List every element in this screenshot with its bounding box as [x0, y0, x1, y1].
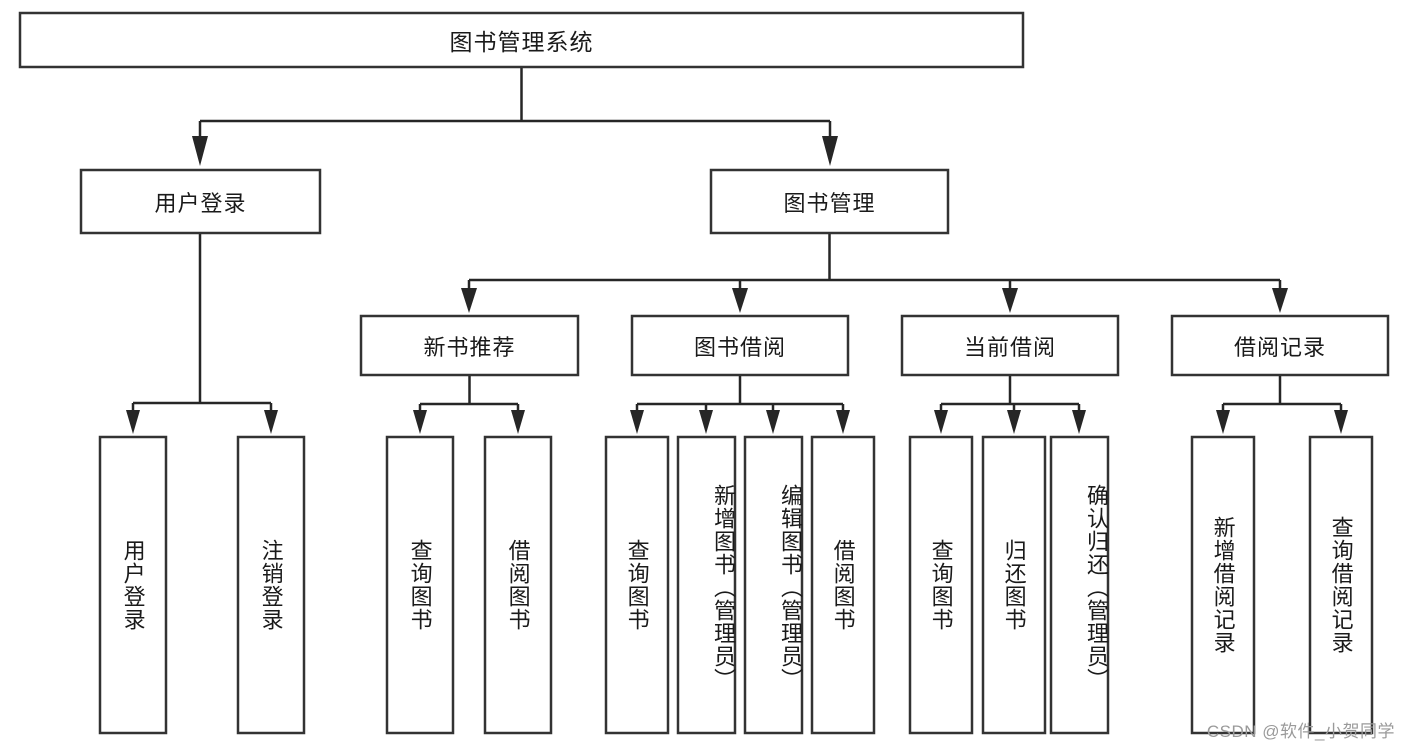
- node-box-leaf-query-book-1[interactable]: [385, 435, 455, 735]
- node-box-leaf-borrow-book-2[interactable]: [810, 435, 876, 735]
- node-box-leaf-query-record[interactable]: [1308, 435, 1374, 735]
- node-box-leaf-user-logout[interactable]: [236, 435, 306, 735]
- arrowhead-new-book-rec: [461, 288, 477, 313]
- node-box-leaf-borrow-book-1[interactable]: [483, 435, 553, 735]
- connector-group-user-login-children: [126, 233, 278, 434]
- arrowhead-leaf-add-book: [699, 410, 713, 434]
- node-box-leaf-add-record[interactable]: [1190, 435, 1256, 735]
- node-box-leaf-return-book[interactable]: [981, 435, 1047, 735]
- node-box-borrow-record[interactable]: [1170, 314, 1390, 377]
- arrowhead-leaf-borrow-book-2: [836, 410, 850, 434]
- arrowhead-user-login: [192, 136, 208, 166]
- node-box-leaf-query-book-2[interactable]: [604, 435, 670, 735]
- node-box-book-borrow[interactable]: [630, 314, 850, 377]
- node-box-current-borrow[interactable]: [900, 314, 1120, 377]
- arrowhead-leaf-edit-book: [766, 410, 780, 434]
- arrowhead-leaf-return-book: [1007, 410, 1021, 434]
- connector-group-book-manage-children: [461, 233, 1288, 313]
- arrowhead-leaf-query-book-3: [934, 410, 948, 434]
- arrowhead-leaf-query-book-2: [630, 410, 644, 434]
- node-box-leaf-confirm-return[interactable]: [1049, 435, 1110, 735]
- node-box-root[interactable]: [18, 11, 1025, 69]
- arrowhead-book-borrow: [732, 288, 748, 313]
- connector-group-borrow-record-children: [1216, 375, 1348, 434]
- arrowhead-leaf-confirm-return: [1072, 410, 1086, 434]
- arrowhead-leaf-query-book-1: [413, 410, 427, 434]
- arrowhead-book-manage: [822, 136, 838, 166]
- node-box-leaf-user-login[interactable]: [98, 435, 168, 735]
- node-box-leaf-add-book[interactable]: [676, 435, 737, 735]
- connector-group-current-borrow-children: [934, 375, 1086, 434]
- arrowhead-borrow-record: [1272, 288, 1288, 313]
- connector-group-book-borrow-children: [630, 375, 850, 434]
- node-box-new-book-rec[interactable]: [359, 314, 580, 377]
- connector-group-new-book-rec-children: [413, 375, 525, 434]
- arrowhead-current-borrow: [1002, 288, 1018, 313]
- arrowhead-leaf-query-record: [1334, 410, 1348, 434]
- node-box-book-manage[interactable]: [709, 168, 950, 235]
- node-box-leaf-edit-book[interactable]: [743, 435, 804, 735]
- watermark-text: CSDN @软件_小贺同学: [1206, 722, 1395, 741]
- node-box-user-login[interactable]: [79, 168, 322, 235]
- node-box-leaf-query-book-3[interactable]: [908, 435, 974, 735]
- arrowhead-leaf-add-record: [1216, 410, 1230, 434]
- connector-group-root-to-level2: [192, 67, 838, 166]
- arrowhead-leaf-borrow-book-1: [511, 410, 525, 434]
- arrowhead-leaf-user-login: [126, 410, 140, 434]
- arrowhead-leaf-user-logout: [264, 410, 278, 434]
